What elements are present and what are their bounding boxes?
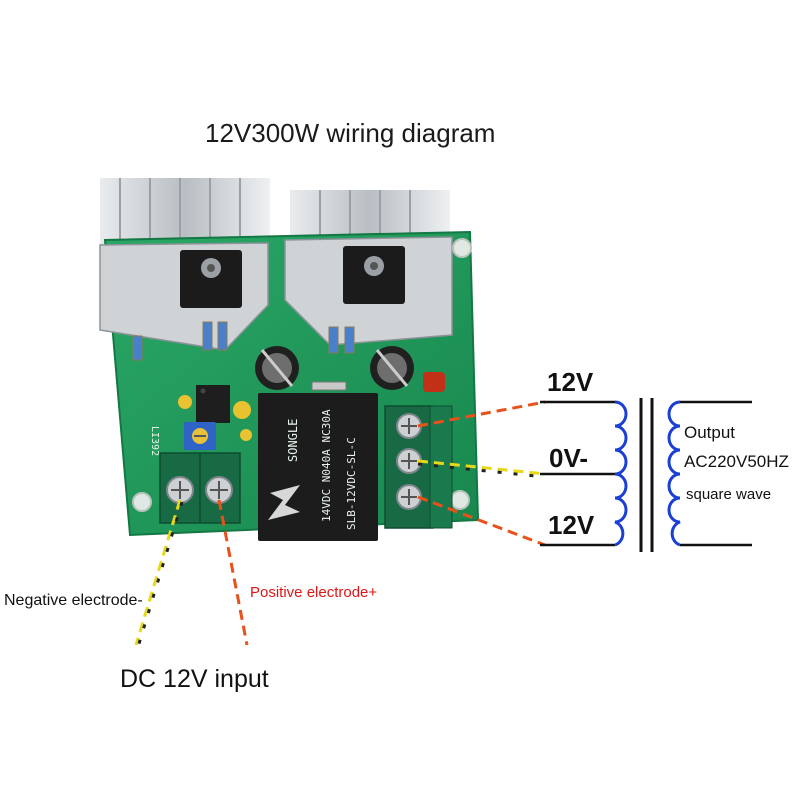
output-terminal-block (384, 405, 453, 529)
mount-hole (452, 238, 472, 258)
output-screw (396, 413, 422, 439)
mosfet-right (343, 246, 405, 304)
positive-electrode-label: Positive electrode+ (250, 584, 378, 601)
resistors (132, 321, 355, 391)
input-lead-positive (217, 499, 249, 646)
input-lead-negative (134, 499, 182, 646)
tap-label-top: 12V (547, 367, 594, 397)
input-terminal-block (159, 452, 241, 524)
dc-input-label: DC 12V input (120, 665, 269, 693)
input-screw-positive (205, 476, 233, 504)
small-capacitor (233, 401, 251, 419)
output-screw (396, 448, 422, 474)
output-spec-label: AC220V50HZ (684, 452, 789, 471)
tap-label-center: 0V- (549, 443, 589, 473)
relay: SONGLE 14VDC N040A NC30A SLB-12VDC-SL-C (258, 393, 378, 541)
output-lead-bottom (417, 495, 546, 547)
mount-hole (450, 490, 470, 510)
capacitor-right (370, 346, 414, 390)
relay-spec-line1: 14VDC N040A NC30A (320, 409, 333, 522)
film-capacitor (423, 372, 445, 392)
heatsink-fins (100, 178, 450, 248)
primary-coil (614, 400, 628, 547)
trimpot (184, 422, 216, 450)
waveform-label: square wave (686, 486, 772, 503)
output-label: Output (684, 423, 736, 442)
relay-brand: SONGLE (286, 419, 300, 462)
mount-hole (132, 492, 152, 512)
input-screw-negative (166, 476, 194, 504)
small-capacitor (178, 395, 192, 409)
tap-label-bottom: 12V (548, 510, 595, 540)
relay-spec-line2: SLB-12VDC-SL-C (345, 437, 358, 530)
negative-electrode-label: Negative electrode- (4, 592, 143, 609)
small-capacitor (240, 429, 252, 441)
board-id: LI392 (149, 426, 160, 456)
diagram-title: 12V300W wiring diagram (205, 118, 496, 148)
output-lead-center (417, 459, 546, 476)
mosfet-left (180, 250, 242, 308)
ic-chip (196, 385, 230, 423)
capacitor-left (255, 346, 299, 390)
secondary-coil (667, 400, 681, 547)
output-lead-top (417, 400, 546, 428)
output-screw (396, 484, 422, 510)
